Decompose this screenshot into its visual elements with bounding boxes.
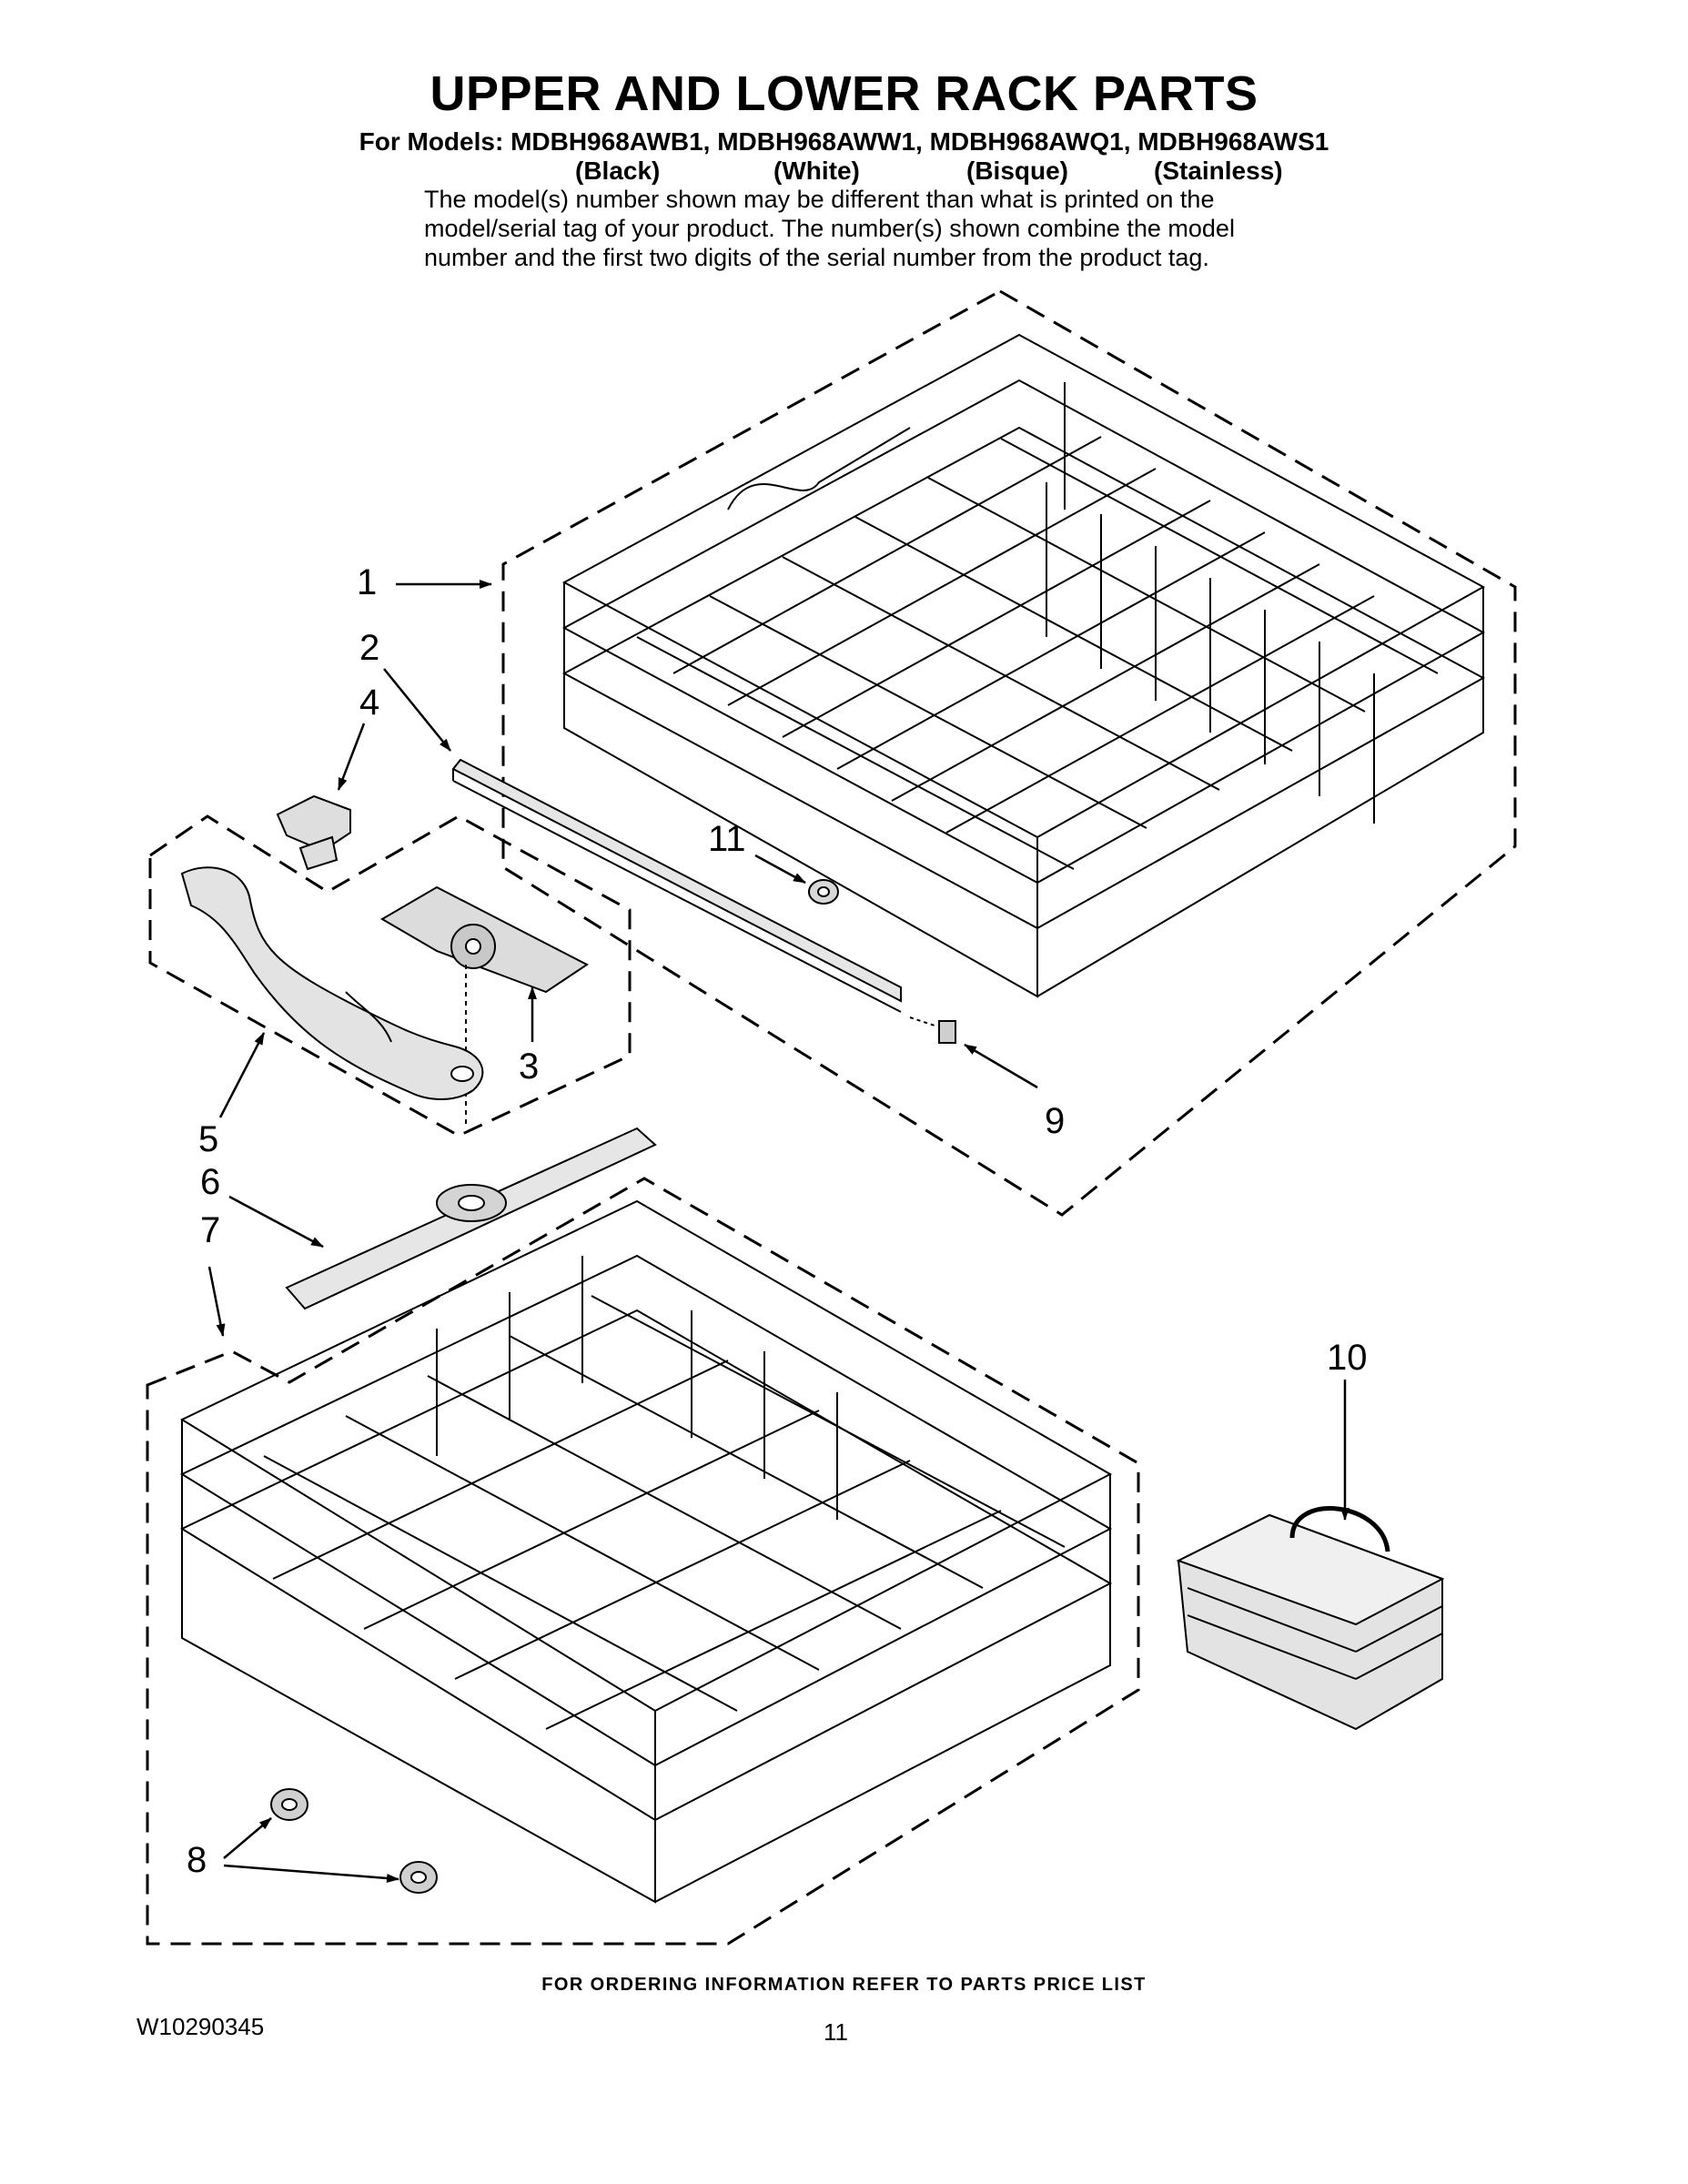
lower-spray-arm	[285, 1127, 657, 1310]
upper-rack-wheel	[808, 879, 839, 905]
silverware-basket	[1176, 1506, 1445, 1731]
leader-11	[754, 854, 806, 885]
spray-arm-group-outline	[148, 814, 632, 1138]
lower-rack	[179, 1199, 1113, 1904]
callout-7: 7	[200, 1210, 221, 1250]
rack-clip	[276, 794, 351, 871]
callout-4: 4	[359, 682, 380, 723]
spray-arm-feed-tube	[180, 866, 484, 1100]
leader-6	[228, 1195, 324, 1249]
callout-10: 10	[1327, 1338, 1368, 1378]
ordering-info-footer: FOR ORDERING INFORMATION REFER TO PARTS …	[541, 1975, 1147, 1995]
callout-5: 5	[198, 1119, 219, 1159]
leader-9	[964, 1043, 1038, 1089]
leader-5	[218, 1032, 266, 1118]
callout-2: 2	[359, 628, 380, 668]
color-white: (White)	[773, 157, 860, 185]
model-list: For Models: MDBH968AWB1, MDBH968AWW1, MD…	[359, 127, 1329, 156]
spray-arm-manifold	[380, 885, 589, 1128]
callout-9: 9	[1045, 1101, 1066, 1141]
lower-rack-outline	[146, 1177, 1140, 1946]
color-black: (Black)	[575, 157, 661, 185]
rack-rail	[451, 758, 902, 1013]
model-note-line-1: The model(s) number shown may be differe…	[424, 186, 1215, 213]
page-number: 11	[824, 2018, 848, 2046]
leader-4	[337, 723, 366, 791]
model-note-line-3: number and the first two digits of the s…	[424, 244, 1209, 271]
leader-7	[207, 1266, 226, 1337]
upper-rack-outline	[501, 289, 1517, 1217]
model-note-line-2: model/serial tag of your product. The nu…	[424, 215, 1235, 242]
upper-rack	[561, 333, 1486, 998]
color-stainless: (Stainless)	[1154, 157, 1283, 185]
callout-8: 8	[187, 1840, 207, 1880]
lower-rack-wheels	[270, 1788, 438, 1894]
rail-end-cap	[909, 1016, 956, 1044]
leader-8a	[223, 1817, 272, 1859]
leader-2	[383, 668, 451, 752]
document-number: W10290345	[136, 2013, 265, 2040]
page-title: UPPER AND LOWER RACK PARTS	[430, 66, 1258, 121]
color-bisque: (Bisque)	[966, 157, 1068, 185]
callout-3: 3	[519, 1046, 540, 1087]
callout-1: 1	[357, 562, 378, 602]
leader-8b	[223, 1864, 399, 1883]
callout-6: 6	[200, 1162, 221, 1202]
callout-11: 11	[708, 819, 746, 859]
